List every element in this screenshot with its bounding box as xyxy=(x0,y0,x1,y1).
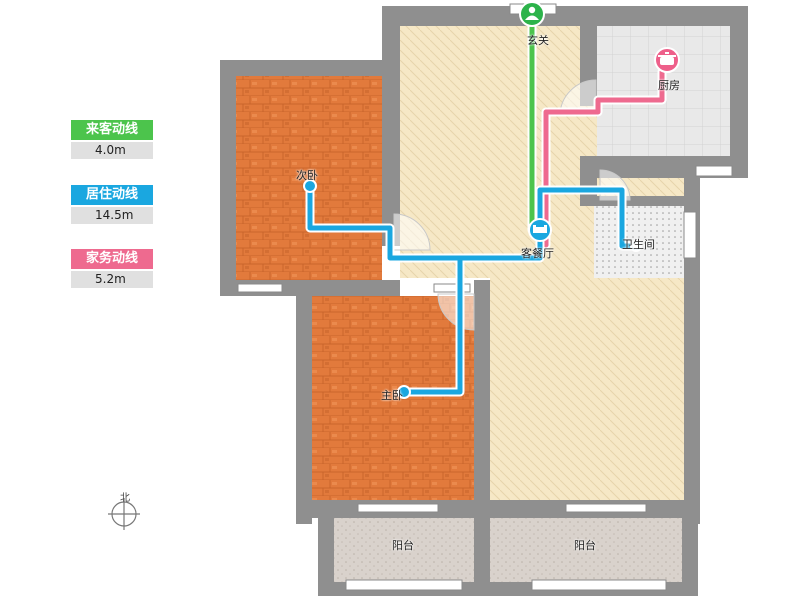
legend-living-label: 居住动线 xyxy=(71,185,153,205)
balcony-left-floor xyxy=(334,518,474,582)
pot-icon xyxy=(654,47,680,73)
legend-housework-value: 5.2m xyxy=(71,271,153,288)
master-bedroom-point xyxy=(397,385,411,399)
room-label-second-bedroom: 次卧 xyxy=(296,169,318,182)
room-label-living-dining: 客餐厅 xyxy=(521,247,554,260)
toilet-icon xyxy=(632,242,640,250)
room-label-balcony-left: 阳台 xyxy=(392,539,414,552)
master-bedroom-floor xyxy=(312,296,474,500)
compass-north-label: 北 xyxy=(120,493,130,504)
sofa-icon xyxy=(528,218,552,242)
kitchen-door-floor xyxy=(580,106,597,156)
legend-guest-label: 来客动线 xyxy=(71,120,153,140)
legend-guest: 来客动线 4.0m xyxy=(71,120,153,159)
second-bedroom-floor xyxy=(236,76,382,280)
person-icon xyxy=(519,1,545,27)
living-floor xyxy=(490,260,684,500)
compass-icon xyxy=(108,498,140,530)
second-bedroom-point xyxy=(303,179,317,193)
legend-living: 居住动线 14.5m xyxy=(71,185,153,224)
legend-housework-label: 家务动线 xyxy=(71,249,153,269)
room-label-master-bedroom: 主卧 xyxy=(381,389,403,402)
room-label-entrance: 玄关 xyxy=(527,34,549,47)
legend-housework: 家务动线 5.2m xyxy=(71,249,153,288)
balcony-right-floor xyxy=(490,518,682,582)
legend-living-value: 14.5m xyxy=(71,207,153,224)
legend-guest-value: 4.0m xyxy=(71,142,153,159)
room-label-bathroom: 卫生间 xyxy=(622,238,655,251)
room-label-kitchen: 厨房 xyxy=(658,79,680,92)
circulation-lines xyxy=(305,17,667,397)
room-label-balcony-right: 阳台 xyxy=(574,539,596,552)
doors xyxy=(393,79,631,331)
